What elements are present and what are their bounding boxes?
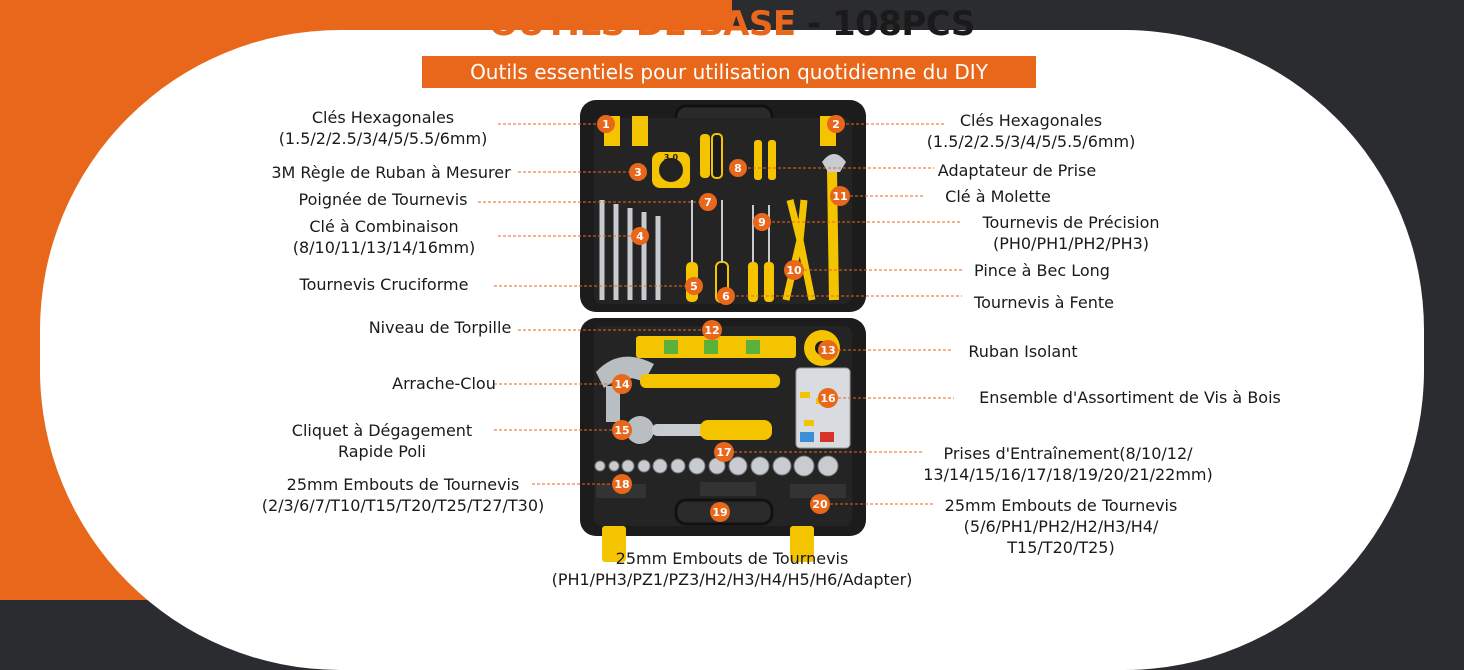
- badge-11: 11: [830, 186, 850, 206]
- label-socket-adapter: Adaptateur de Prise: [937, 161, 1097, 180]
- badge-1: 1: [597, 115, 615, 133]
- page-subtitle: Outils essentiels pour utilisation quoti…: [422, 56, 1036, 88]
- label-phillips-screwdriver: Tournevis Cruciforme: [299, 275, 469, 294]
- badge-12: 12: [702, 320, 722, 340]
- badge-6: 6: [717, 287, 735, 305]
- svg-text:6: 6: [722, 290, 730, 303]
- toolkit-illustration: 1 2 3 4 5 6 7 8 9 10 11 12 13 14 15 16 1…: [478, 100, 962, 562]
- badge-17: 17: [714, 442, 734, 462]
- badge-9: 9: [753, 213, 771, 231]
- label-drive-sockets: Prises d'Entraînement(8/10/12/13/14/15/1…: [923, 444, 1213, 484]
- label-insulation-tape: Ruban Isolant: [968, 342, 1078, 361]
- svg-text:9: 9: [758, 216, 766, 229]
- lower-case: [580, 318, 866, 562]
- label-tape-measure: 3M Règle de Ruban à Mesurer: [271, 163, 511, 182]
- badge-7: 7: [699, 193, 717, 211]
- svg-text:4: 4: [636, 230, 644, 243]
- svg-text:11: 11: [832, 190, 847, 203]
- svg-text:19: 19: [712, 506, 727, 519]
- badge-13: 13: [818, 340, 838, 360]
- label-bits-left: 25mm Embouts de Tournevis(2/3/6/7/T10/T1…: [261, 475, 545, 515]
- svg-text:3: 3: [634, 166, 642, 179]
- label-hex-keys-left: Clés Hexagonales(1.5/2/2.5/3/4/5/5.5/6mm…: [278, 108, 488, 148]
- label-screwdriver-handle: Poignée de Tournevis: [298, 190, 468, 209]
- label-combination-wrench: Clé à Combinaison(8/10/11/13/14/16mm): [292, 217, 476, 257]
- svg-text:20: 20: [812, 498, 828, 511]
- svg-text:16: 16: [820, 392, 836, 405]
- svg-text:15: 15: [614, 424, 629, 437]
- label-adjustable-wrench: Clé à Molette: [945, 187, 1051, 206]
- tape-measure-label: 3.0: [664, 153, 679, 162]
- badge-8: 8: [729, 159, 747, 177]
- badge-18: 18: [612, 474, 632, 494]
- label-wood-screw-assortment: Ensemble d'Assortiment de Vis à Bois: [979, 388, 1281, 407]
- label-precision-screwdriver: Tournevis de Précision(PH0/PH1/PH2/PH3): [982, 213, 1160, 253]
- badge-14: 14: [612, 374, 632, 394]
- badge-16: 16: [818, 388, 838, 408]
- svg-text:12: 12: [704, 324, 719, 337]
- svg-text:5: 5: [690, 280, 698, 293]
- label-long-nose-pliers: Pince à Bec Long: [974, 261, 1110, 280]
- svg-text:2: 2: [832, 118, 840, 131]
- page-title: OUTILS DE BASE - 108PCS: [489, 4, 975, 44]
- label-torpedo-level: Niveau de Torpille: [368, 318, 512, 337]
- badge-19: 19: [710, 502, 730, 522]
- svg-text:17: 17: [716, 446, 731, 459]
- upper-case: [580, 100, 866, 312]
- svg-text:13: 13: [820, 344, 835, 357]
- badge-3: 3: [629, 163, 647, 181]
- badge-4: 4: [631, 227, 649, 245]
- label-claw-hammer: Arrache-Clou: [392, 374, 496, 393]
- svg-text:10: 10: [786, 264, 802, 277]
- badge-2: 2: [827, 115, 845, 133]
- badge-15: 15: [612, 420, 632, 440]
- svg-text:14: 14: [614, 378, 630, 391]
- label-hex-keys-right: Clés Hexagonales(1.5/2/2.5/3/4/5/5.5/6mm…: [926, 111, 1136, 151]
- label-slotted-screwdriver: Tournevis à Fente: [974, 293, 1114, 312]
- svg-text:7: 7: [704, 196, 712, 209]
- svg-text:8: 8: [734, 162, 742, 175]
- leader-lines: [478, 123, 962, 505]
- label-bits-bottom: 25mm Embouts de Tournevis(PH1/PH3/PZ1/PZ…: [551, 549, 913, 589]
- label-bits-right: 25mm Embouts de Tournevis(5/6/PH1/PH2/H2…: [944, 496, 1178, 557]
- badge-5: 5: [685, 277, 703, 295]
- badge-10: 10: [784, 260, 804, 280]
- svg-text:18: 18: [614, 478, 629, 491]
- badge-20: 20: [810, 494, 830, 514]
- svg-text:1: 1: [602, 118, 610, 131]
